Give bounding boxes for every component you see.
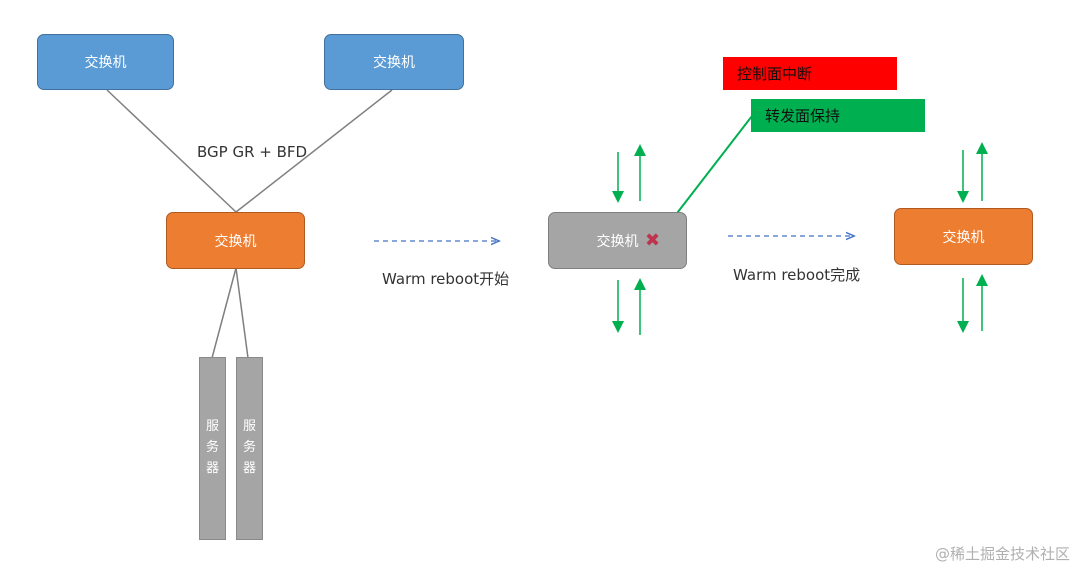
switch-node-rebooting: 交换机 (548, 212, 687, 269)
server-char: 服 (242, 419, 256, 434)
switch-node-top-left: 交换机 (37, 34, 174, 90)
watermark: @稀土掘金技术社区 (934, 545, 1070, 563)
switch-label: 交换机 (214, 233, 257, 250)
switch-node-rebooted: 交换机 (894, 208, 1033, 265)
reboot-start-label: Warm reboot开始 (382, 270, 510, 288)
protocol-label: BGP GR + BFD (197, 143, 308, 161)
downlink-server-1 (211, 267, 237, 359)
server-char: 服 (205, 419, 219, 434)
control-plane-down-tag: 控制面中断 (723, 57, 897, 90)
fault-x-icon: ✖ (645, 230, 661, 251)
uplink-left (106, 89, 237, 213)
switch-label: 交换机 (373, 55, 415, 71)
switch-node-access: 交换机 (166, 212, 305, 269)
uplink-right (235, 89, 393, 213)
tag-label: 转发面保持 (765, 107, 841, 125)
downlink-server-2 (235, 267, 249, 359)
server-box: 服 务 器 (236, 357, 263, 540)
server-box: 服 务 器 (199, 357, 226, 540)
switch-label: 交换机 (84, 55, 127, 71)
reboot-done-label: Warm reboot完成 (733, 266, 861, 284)
server-char: 务 (242, 440, 256, 455)
server-char: 器 (205, 461, 219, 476)
server-char: 务 (205, 440, 219, 455)
callout-pointer (663, 115, 753, 231)
switch-node-top-right: 交换机 (324, 34, 464, 90)
tag-label: 控制面中断 (737, 65, 813, 83)
switch-label: 交换机 (596, 233, 639, 250)
forwarding-plane-kept-tag: 转发面保持 (751, 99, 925, 132)
switch-label: 交换机 (942, 229, 985, 246)
server-char: 器 (242, 461, 256, 476)
